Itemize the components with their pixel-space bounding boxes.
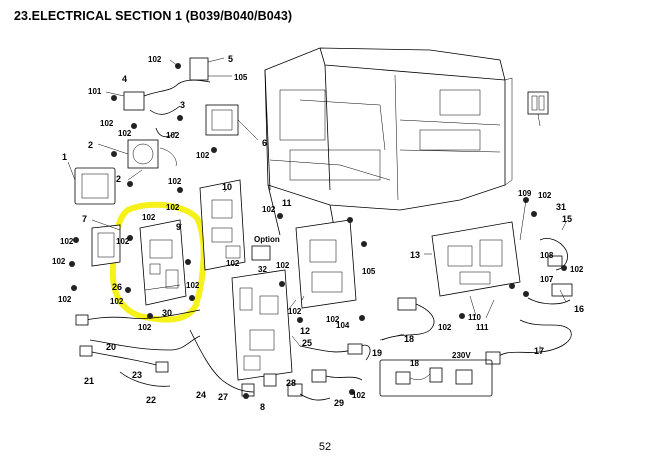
callout-label: 15 bbox=[562, 214, 572, 224]
callout-label: 24 bbox=[196, 390, 206, 400]
callout-label: 108 bbox=[540, 251, 554, 260]
callout-label: 1 bbox=[62, 152, 67, 162]
callout-label: 102 bbox=[326, 315, 340, 324]
callout-label: 6 bbox=[262, 138, 267, 148]
part-1-frame bbox=[74, 167, 116, 205]
callout-label: 102 bbox=[58, 295, 72, 304]
callout-label: 102 bbox=[168, 177, 182, 186]
callout-label: 102 bbox=[438, 323, 452, 332]
callout-label: 13 bbox=[410, 250, 420, 260]
callout-label: 102 bbox=[186, 281, 200, 290]
part-18-harness bbox=[381, 297, 435, 341]
part-15-connector bbox=[527, 238, 573, 305]
callout-label: 8 bbox=[260, 402, 265, 412]
part-13-board bbox=[431, 221, 521, 317]
callout-label: 101 bbox=[88, 87, 102, 96]
callout-label: 102 bbox=[100, 119, 114, 128]
page-title: 23.ELECTRICAL SECTION 1 (B039/B040/B043) bbox=[14, 9, 293, 23]
callout-label: 32 bbox=[258, 265, 267, 274]
callout-label: 102 bbox=[118, 129, 132, 138]
callout-label: 11 bbox=[282, 198, 292, 208]
callout-label: 105 bbox=[362, 267, 376, 276]
callout-label: 18 bbox=[404, 334, 414, 344]
callout-label: 12 bbox=[300, 326, 310, 336]
callout-label: 109 bbox=[518, 189, 532, 198]
callout-label: 102 bbox=[538, 191, 552, 200]
part-17-harness bbox=[485, 319, 572, 365]
callout-label: 19 bbox=[372, 348, 382, 358]
callout-label: 26 bbox=[112, 282, 122, 292]
part-9-board bbox=[139, 219, 187, 306]
callout-label: 3 bbox=[180, 100, 185, 110]
callout-label: 102 bbox=[142, 213, 156, 222]
callout-label: 30 bbox=[162, 308, 172, 318]
part-14-switch bbox=[527, 91, 549, 127]
callout-label: 105 bbox=[234, 73, 248, 82]
callout-label: 28 bbox=[286, 378, 296, 388]
callout-label: 20 bbox=[106, 342, 116, 352]
callout-label: 102 bbox=[138, 323, 152, 332]
callout-label: 102 bbox=[276, 261, 290, 270]
part-12-board bbox=[279, 219, 357, 321]
callout-label: 25 bbox=[302, 338, 312, 348]
leader-lines bbox=[67, 57, 567, 352]
callout-label: 102 bbox=[110, 297, 124, 306]
part-10-board bbox=[199, 179, 246, 271]
callout-label: 102 bbox=[148, 55, 162, 64]
callout-label: 102 bbox=[288, 307, 302, 316]
callout-label: 102 bbox=[166, 203, 180, 212]
screws bbox=[69, 63, 567, 399]
callout-label: 2 bbox=[88, 140, 93, 150]
callout-labels: 102 5 105 101 4 102 102 3 102 6 102 2 1 … bbox=[52, 54, 584, 412]
callout-label: 10 bbox=[222, 182, 232, 192]
lower-harnesses bbox=[75, 309, 371, 401]
callout-label: 17 bbox=[534, 346, 544, 356]
callout-label: 16 bbox=[574, 304, 584, 314]
part-7-bracket bbox=[91, 224, 121, 267]
callout-label: 102 bbox=[262, 205, 276, 214]
callout-label: 102 bbox=[352, 391, 366, 400]
callout-label: 29 bbox=[334, 398, 344, 408]
callout-label: 111 bbox=[476, 323, 489, 332]
callout-label: 18 bbox=[410, 359, 419, 368]
callout-label: 9 bbox=[176, 222, 181, 232]
callout-label: 110 bbox=[468, 313, 481, 322]
callout-label: 7 bbox=[82, 214, 87, 224]
page-number: 52 bbox=[318, 441, 332, 453]
callout-label: 102 bbox=[166, 131, 180, 140]
callout-label: 4 bbox=[122, 74, 127, 84]
callout-label: 31 bbox=[556, 202, 566, 212]
callout-label: 102 bbox=[60, 237, 74, 246]
part-32-option bbox=[251, 245, 271, 261]
callout-label: 102 bbox=[570, 265, 584, 274]
callout-label: 2 bbox=[116, 174, 121, 184]
callout-label: 5 bbox=[228, 54, 233, 64]
callout-label: 107 bbox=[540, 275, 554, 284]
callout-label: 102 bbox=[116, 237, 130, 246]
callout-label: 23 bbox=[132, 370, 142, 380]
callout-label: 102 bbox=[196, 151, 210, 160]
callout-label: Option bbox=[254, 235, 280, 244]
voltage-box bbox=[379, 359, 493, 397]
part-25-chassis bbox=[231, 269, 293, 381]
callout-label: 22 bbox=[146, 395, 156, 405]
callout-label: 102 bbox=[52, 257, 66, 266]
machine-frame bbox=[264, 47, 513, 236]
callout-label: 102 bbox=[226, 259, 240, 268]
top-left-harness bbox=[123, 57, 239, 138]
part-2-fan bbox=[127, 139, 177, 169]
callout-label: 104 bbox=[336, 321, 350, 330]
callout-label: 27 bbox=[218, 392, 228, 402]
callout-label: 230V bbox=[452, 351, 471, 360]
callout-label: 21 bbox=[84, 376, 94, 386]
